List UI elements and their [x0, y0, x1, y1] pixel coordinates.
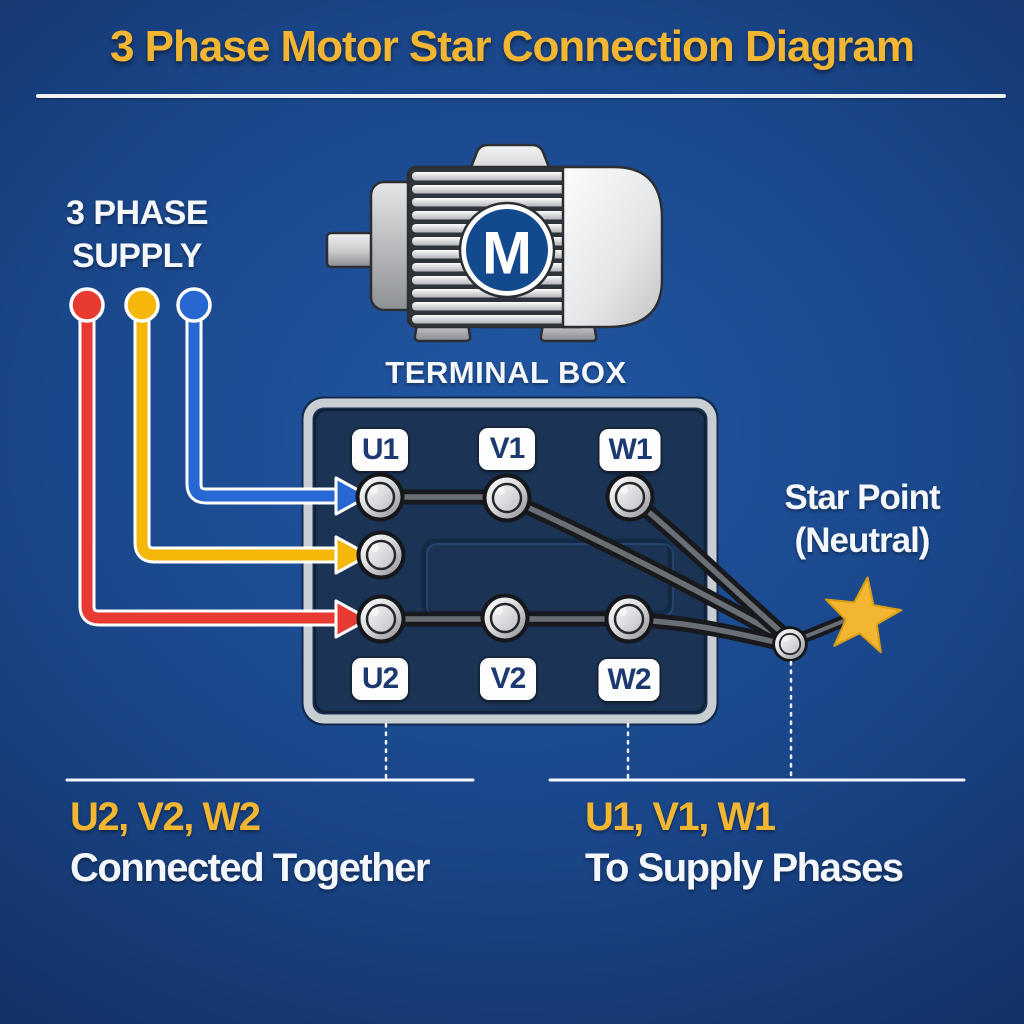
motor-illustration: M [325, 143, 664, 343]
red-phase-dot [69, 287, 105, 323]
blue-arrow-icon [334, 476, 371, 516]
motor-right-cap [561, 165, 664, 329]
terminal-label-u2: U2 [352, 658, 408, 700]
terminal-label-v2: V2 [480, 658, 536, 700]
terminal-box-label: TERMINAL BOX [385, 355, 627, 390]
leader-lines [384, 660, 793, 780]
yellow-phase-wire [133, 296, 347, 564]
red-arrow-icon [334, 599, 371, 639]
diagram-title: 3 Phase Motor Star Connection Diagram [109, 22, 915, 71]
yellow-arrow-icon [334, 535, 371, 575]
left-annotation: U2, V2, W2 Connected Together [70, 792, 430, 894]
right-annotation-terminals: U1, V1, W1 [585, 795, 776, 839]
star-point-label: Star Point (Neutral) [784, 478, 940, 561]
terminal-u2 [355, 593, 407, 645]
left-annotation-caption: Connected Together [70, 846, 430, 890]
motor-badge [466, 209, 548, 291]
left-annotation-terminals: U2, V2, W2 [70, 795, 261, 839]
terminal-v2 [479, 592, 531, 644]
terminal-label-w1: W1 [599, 429, 661, 471]
right-annotation-caption: To Supply Phases [585, 846, 904, 890]
terminal-label-u1: U1 [352, 429, 408, 471]
terminal-label-v1: V1 [479, 428, 535, 470]
title-divider [36, 94, 1006, 98]
blue-phase-dot [176, 287, 212, 323]
red-phase-wire [78, 296, 347, 627]
terminal-v1 [481, 472, 533, 524]
link-v1-star [499, 490, 797, 649]
terminal-u1 [354, 471, 406, 523]
yellow-phase-dot [124, 287, 160, 323]
terminal-mid [355, 529, 407, 581]
terminal-w1 [604, 471, 656, 523]
motor-letter: M [482, 220, 532, 287]
terminal-w2 [603, 593, 655, 645]
right-annotation: U1, V1, W1 To Supply Phases [585, 792, 904, 894]
star-icon [825, 576, 903, 654]
supply-label: 3 PHASE SUPPLY [66, 194, 209, 276]
blue-phase-wire [185, 296, 347, 505]
star-point-terminal [771, 625, 809, 663]
supply-wires [69, 287, 371, 639]
terminal-label-w2: W2 [598, 659, 660, 701]
